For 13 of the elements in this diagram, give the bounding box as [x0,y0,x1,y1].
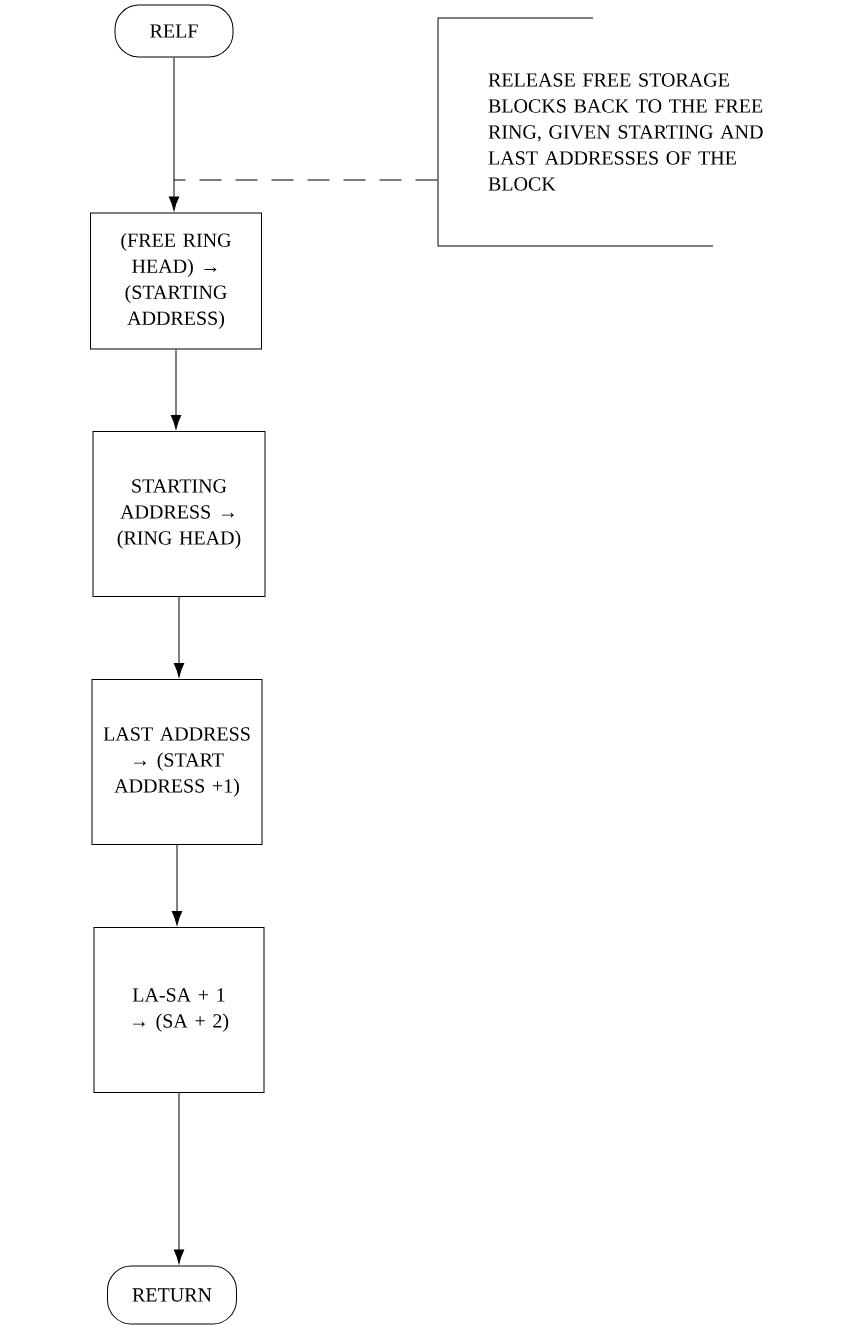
leader-line [173,179,438,181]
arrow [170,349,182,430]
annotation-bracket: RELEASE FREE STORAGE BLOCKS BACK TO THE FREE RING, GIVEN STARTING AND LAST ADDRESSES OF THE BLOCK [437,17,763,247]
terminal-box: RELF [114,4,234,58]
arrow [171,844,183,926]
arrow [173,1092,185,1264]
process-box: LA-SA + 1 → (SA + 2) [93,927,265,1093]
process-box: (FREE RING HEAD) → (STARTING ADDRESS) [90,212,262,350]
arrow [173,596,185,678]
arrow [168,57,180,211]
terminal-box: RETURN [107,1265,237,1325]
process-box: STARTING ADDRESS → (RING HEAD) [92,431,266,597]
process-box: LAST ADDRESS → (START ADDRESS +1) [91,679,263,845]
